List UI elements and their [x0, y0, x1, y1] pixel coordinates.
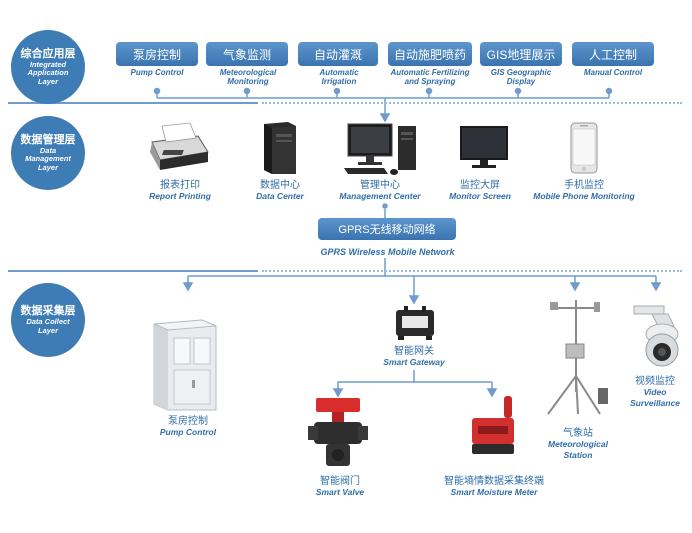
layer-integrated-application: 综合应用层 Integrated Application Layer — [11, 30, 85, 104]
label-en: Report Printing — [149, 191, 211, 201]
label-en: Monitor Screen — [449, 191, 511, 201]
moisture-meter-icon — [472, 396, 514, 454]
separator-line-1 — [8, 102, 258, 104]
app-automatic-fertilizing-en: Automatic Fertilizing and Spraying — [390, 68, 470, 86]
label-en: Meteorological Station — [548, 439, 608, 460]
smartphone-icon — [570, 122, 598, 174]
label-video-surveillance: 视频监控 Video Surveillance — [620, 376, 690, 409]
separator-dotted-2 — [262, 270, 682, 272]
layer-title-en: Data Management Layer — [25, 145, 71, 172]
label-cn: 报表打印 — [160, 180, 200, 191]
app-pump-control[interactable]: 泵房控制 — [116, 42, 198, 66]
label-en: Data Center — [256, 191, 304, 201]
separator-dotted-1 — [262, 102, 682, 104]
label-cn: 气象站 — [563, 428, 593, 439]
label-meteorological-station: 气象站 Meteorological Station — [538, 428, 618, 461]
server-tower-icon — [264, 122, 296, 174]
label-en: Smart Gateway — [383, 357, 445, 367]
app-automatic-fertilizing[interactable]: 自动施肥喷药 — [388, 42, 472, 66]
label-cn: 视频监控 — [635, 376, 675, 387]
gateway-icon — [396, 306, 434, 340]
layer-title-en: Integrated Application Layer — [27, 59, 69, 86]
layer-title-en: Data Collect Layer — [26, 317, 70, 335]
dome-camera-icon — [633, 305, 679, 367]
app-automatic-irrigation[interactable]: 自动灌溉 — [298, 42, 378, 66]
layer-title-cn: 数据管理层 — [20, 133, 76, 146]
valve-icon — [308, 398, 368, 466]
label-report-printing: 报表打印 Report Printing — [140, 180, 220, 202]
label-en: Smart Valve — [315, 487, 365, 497]
label-cn: 手机监控 — [564, 180, 604, 191]
weather-station-icon — [547, 300, 608, 415]
desktop-computer-icon — [344, 123, 416, 175]
app-gis-display-en: GIS Geographic Display — [490, 68, 552, 86]
label-pump-control: 泵房控制 Pump Control — [148, 416, 228, 438]
pump-cabinet-icon — [153, 319, 217, 411]
app-automatic-irrigation-en: Automatic Irrigation — [319, 68, 359, 86]
label-en: Video Surveillance — [629, 387, 681, 408]
printer-icon — [150, 122, 209, 170]
label-en: Management Center — [339, 191, 421, 201]
app-manual-control[interactable]: 人工控制 — [572, 42, 654, 66]
label-mobile-monitoring: 手机监控 Mobile Phone Monitoring — [526, 180, 642, 202]
gprs-network-button[interactable]: GPRS无线移动网络 — [318, 218, 456, 240]
label-cn: 监控大屏 — [460, 180, 500, 191]
label-smart-gateway: 智能网关 Smart Gateway — [374, 346, 454, 368]
label-cn: 智能网关 — [394, 346, 434, 357]
tv-screen-icon — [460, 126, 508, 168]
layer-title-cn: 数据采集层 — [20, 305, 76, 317]
label-smart-moisture-meter: 智能墒情数据采集终端 Smart Moisture Meter — [436, 476, 552, 498]
app-meteorological-monitoring[interactable]: 气象监测 — [206, 42, 288, 66]
app-meteorological-monitoring-en: Meteorological Monitoring — [219, 68, 277, 86]
label-cn: 智能墒情数据采集终端 — [444, 476, 544, 487]
app-gis-display[interactable]: GIS地理展示 — [480, 42, 562, 66]
app-manual-control-en: Manual Control — [583, 68, 643, 77]
label-en: Smart Moisture Meter — [450, 487, 538, 497]
label-cn: 管理中心 — [360, 180, 400, 191]
label-en: Mobile Phone Monitoring — [533, 191, 635, 201]
layer-title-cn: 综合应用层 — [20, 47, 76, 60]
label-cn: 数据中心 — [260, 180, 300, 191]
app-pump-control-en: Pump Control — [130, 68, 184, 77]
separator-line-2 — [8, 270, 258, 272]
label-data-center: 数据中心 Data Center — [240, 180, 320, 202]
label-smart-valve: 智能阀门 Smart Valve — [300, 476, 380, 498]
label-cn: 泵房控制 — [168, 416, 208, 427]
label-monitor-screen: 监控大屏 Monitor Screen — [440, 180, 520, 202]
label-cn: 智能阀门 — [320, 476, 360, 487]
layer-data-collect: 数据采集层 Data Collect Layer — [11, 283, 85, 357]
gprs-network-en: GPRS Wireless Mobile Network — [320, 247, 455, 257]
label-en: Pump Control — [159, 427, 217, 437]
label-management-center: 管理中心 Management Center — [330, 180, 430, 202]
layer-data-management: 数据管理层 Data Management Layer — [11, 116, 85, 190]
